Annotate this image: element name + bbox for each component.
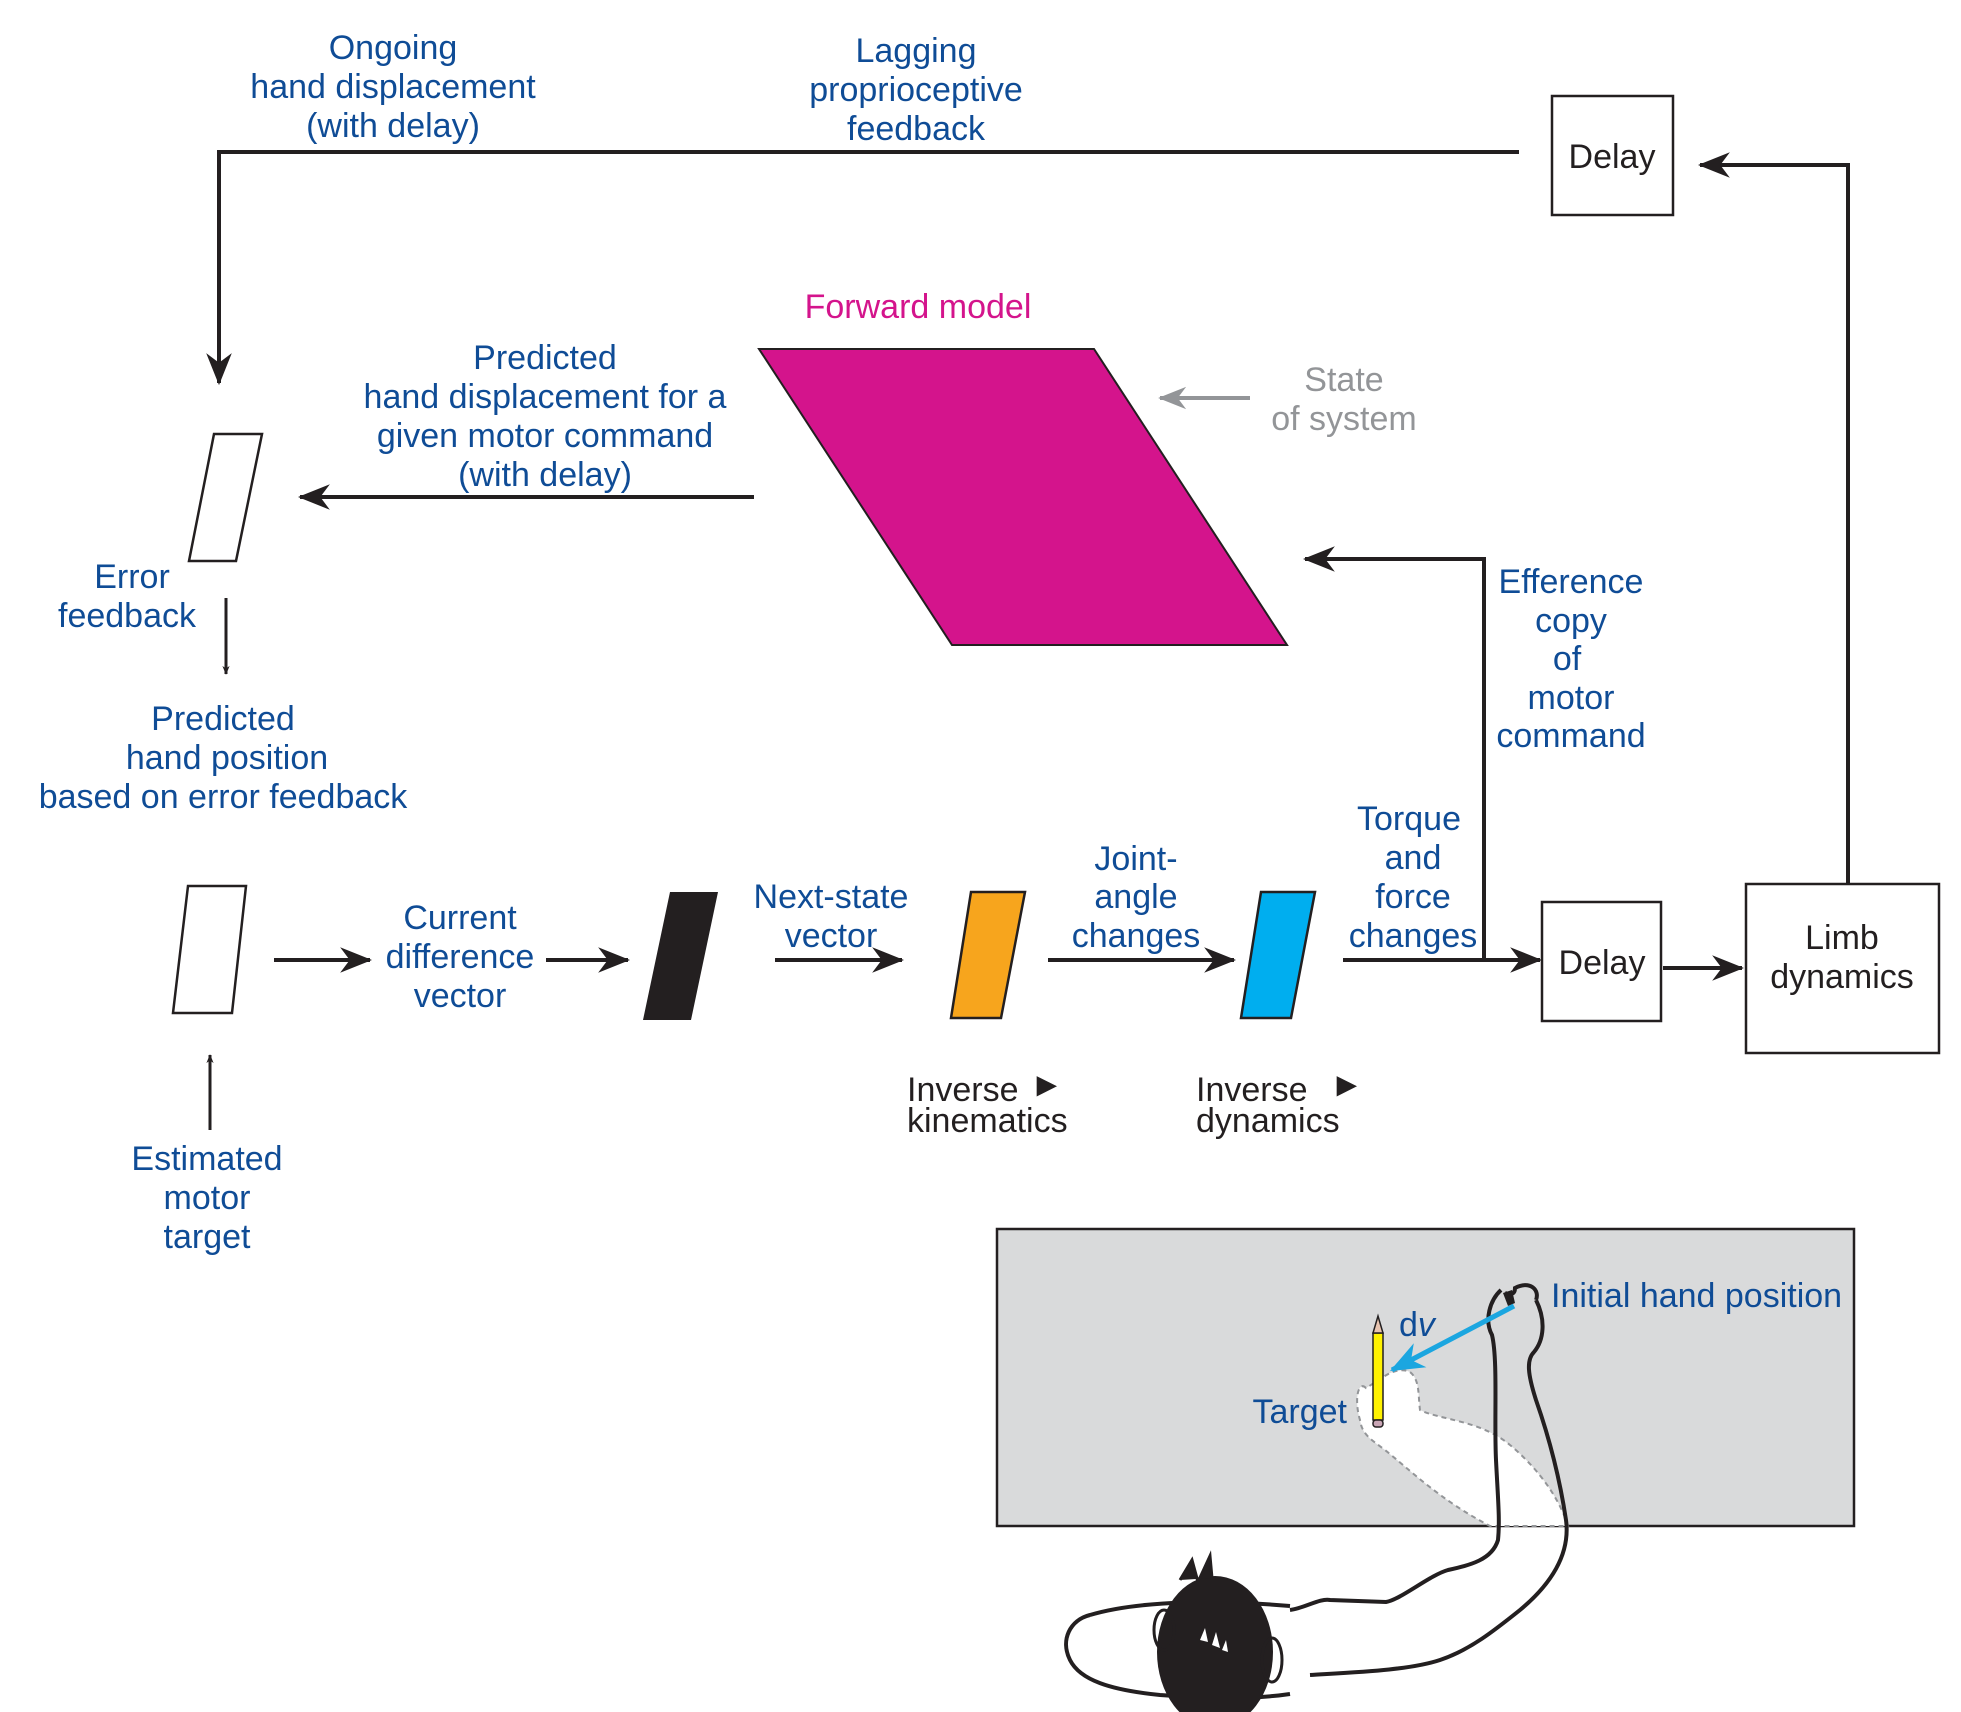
label-line: Error bbox=[94, 558, 170, 596]
label-line: and bbox=[1385, 839, 1442, 877]
predicted-hand-position-label: Predicted hand position based on error f… bbox=[39, 700, 409, 816]
label-line: motor bbox=[164, 1179, 251, 1217]
label-line: of bbox=[1553, 640, 1582, 678]
label-line: Next-state bbox=[754, 878, 909, 916]
next-state-module-block bbox=[643, 892, 718, 1020]
delay-box-top-frame bbox=[1550, 94, 1675, 217]
dv-d: d bbox=[1399, 1306, 1418, 1344]
forward-model-title: Forward model bbox=[805, 288, 1032, 326]
label-line: target bbox=[164, 1218, 251, 1256]
label-line: vector bbox=[414, 977, 507, 1015]
label-line: Lagging bbox=[855, 32, 976, 70]
label-line: hand position bbox=[126, 739, 328, 777]
target-comparator-block bbox=[171, 884, 248, 1015]
label-line: (with delay) bbox=[458, 456, 632, 494]
inverse-dynamics-triangle-icon: ► bbox=[1330, 1066, 1364, 1104]
label-line: copy bbox=[1535, 602, 1607, 640]
limb-dynamics-box: Limb dynamics bbox=[1744, 882, 1941, 1055]
ongoing-hand-displacement-label: Ongoing hand displacement (with delay) bbox=[250, 29, 536, 145]
inverse-dynamics-block bbox=[1239, 890, 1317, 1020]
label-line: Inverse bbox=[907, 1071, 1019, 1109]
ear-left bbox=[1152, 1608, 1176, 1652]
label-line: Estimated bbox=[131, 1140, 282, 1178]
inverse-dynamics-label: Inverse ► dynamics bbox=[1196, 1066, 1364, 1140]
delay-box-top-label: Delay bbox=[1569, 138, 1656, 176]
initial-hand-position-label: Initial hand position bbox=[1551, 1277, 1842, 1315]
delay-box-top: Delay bbox=[1550, 94, 1675, 217]
error-comparator-block bbox=[187, 432, 264, 563]
delay-box-bottom: Delay bbox=[1540, 900, 1663, 1023]
hair-highlights bbox=[1200, 1628, 1228, 1652]
pencil-body bbox=[1372, 1332, 1384, 1421]
label-line: Inverse bbox=[1196, 1071, 1308, 1109]
dv-label: dv bbox=[1399, 1306, 1437, 1344]
target-pencil-icon bbox=[1371, 1313, 1385, 1428]
current-difference-vector-label: Current difference vector bbox=[386, 899, 535, 1015]
label-line: changes bbox=[1072, 917, 1201, 955]
label-line: Limb bbox=[1805, 919, 1879, 957]
label-line: (with delay) bbox=[306, 107, 480, 145]
label-line: dynamics bbox=[1196, 1102, 1340, 1140]
inverse-kinematics-block bbox=[949, 890, 1027, 1020]
error-feedback-label: Error feedback bbox=[58, 558, 197, 635]
label-line: kinematics bbox=[907, 1102, 1068, 1140]
label-line: Efference bbox=[1499, 563, 1644, 601]
dv-vector-arrow bbox=[1389, 1303, 1516, 1373]
label-line: angle bbox=[1094, 878, 1177, 916]
label-line: Current bbox=[403, 899, 517, 937]
label-line: given motor command bbox=[377, 417, 713, 455]
target-label: Target bbox=[1253, 1393, 1348, 1431]
label-line: motor bbox=[1528, 679, 1615, 717]
label-line: command bbox=[1496, 717, 1645, 755]
label-line: changes bbox=[1349, 917, 1478, 955]
state-of-system-label: State of system bbox=[1271, 361, 1416, 438]
label-line: hand displacement for a bbox=[364, 378, 727, 416]
label-line: vector bbox=[785, 917, 878, 955]
label-line: dynamics bbox=[1770, 958, 1914, 996]
label-line: Joint- bbox=[1094, 840, 1177, 878]
ear-right bbox=[1260, 1636, 1284, 1684]
label-line: Torque bbox=[1357, 800, 1461, 838]
label-line: Ongoing bbox=[329, 29, 458, 67]
label-line: Predicted bbox=[473, 339, 617, 377]
inverse-kinematics-label: Inverse ► kinematics bbox=[907, 1066, 1068, 1140]
label-line: of system bbox=[1271, 400, 1416, 438]
next-state-vector-label: Next-state vector bbox=[754, 878, 909, 955]
label-line: State bbox=[1304, 361, 1383, 399]
torque-force-changes-label: Torque and force changes bbox=[1349, 800, 1478, 955]
joint-angle-changes-label: Joint- angle changes bbox=[1072, 840, 1201, 955]
efference-copy-arrow bbox=[1302, 546, 1486, 960]
efference-copy-label: Efference copy of motor command bbox=[1496, 563, 1645, 755]
label-line: feedback bbox=[58, 597, 197, 635]
label-line: hand displacement bbox=[250, 68, 536, 106]
hair-spikes bbox=[1178, 1550, 1214, 1587]
label-line: feedback bbox=[847, 110, 986, 148]
lagging-proprioceptive-feedback-label: Lagging proprioceptive feedback bbox=[809, 32, 1023, 148]
proprioceptive-feedback-arrow bbox=[206, 150, 1519, 386]
label-line: proprioceptive bbox=[809, 71, 1023, 109]
hand-tip bbox=[1503, 1290, 1515, 1306]
label-line: force bbox=[1375, 878, 1451, 916]
delay-box-bottom-frame bbox=[1540, 900, 1663, 1023]
label-line: Predicted bbox=[151, 700, 295, 738]
inverse-kinematics-triangle-icon: ► bbox=[1030, 1066, 1064, 1104]
forward-model-block bbox=[757, 348, 1289, 646]
dv-v: v bbox=[1418, 1306, 1437, 1344]
limb-to-delay-arrow bbox=[1697, 152, 1850, 884]
workspace-illustration: dv Initial hand position Target bbox=[995, 1227, 1856, 1712]
pencil-eraser bbox=[1372, 1419, 1384, 1428]
label-line: difference bbox=[386, 938, 535, 976]
pencil-tip bbox=[1371, 1313, 1385, 1334]
movement-swept-area bbox=[1356, 1369, 1570, 1527]
delay-box-bottom-label: Delay bbox=[1559, 944, 1646, 982]
estimated-motor-target-label: Estimated motor target bbox=[131, 1140, 282, 1256]
predicted-hand-displacement-label: Predicted hand displacement for a given … bbox=[364, 339, 727, 494]
limb-dynamics-frame bbox=[1744, 882, 1941, 1055]
label-line: based on error feedback bbox=[39, 778, 409, 816]
